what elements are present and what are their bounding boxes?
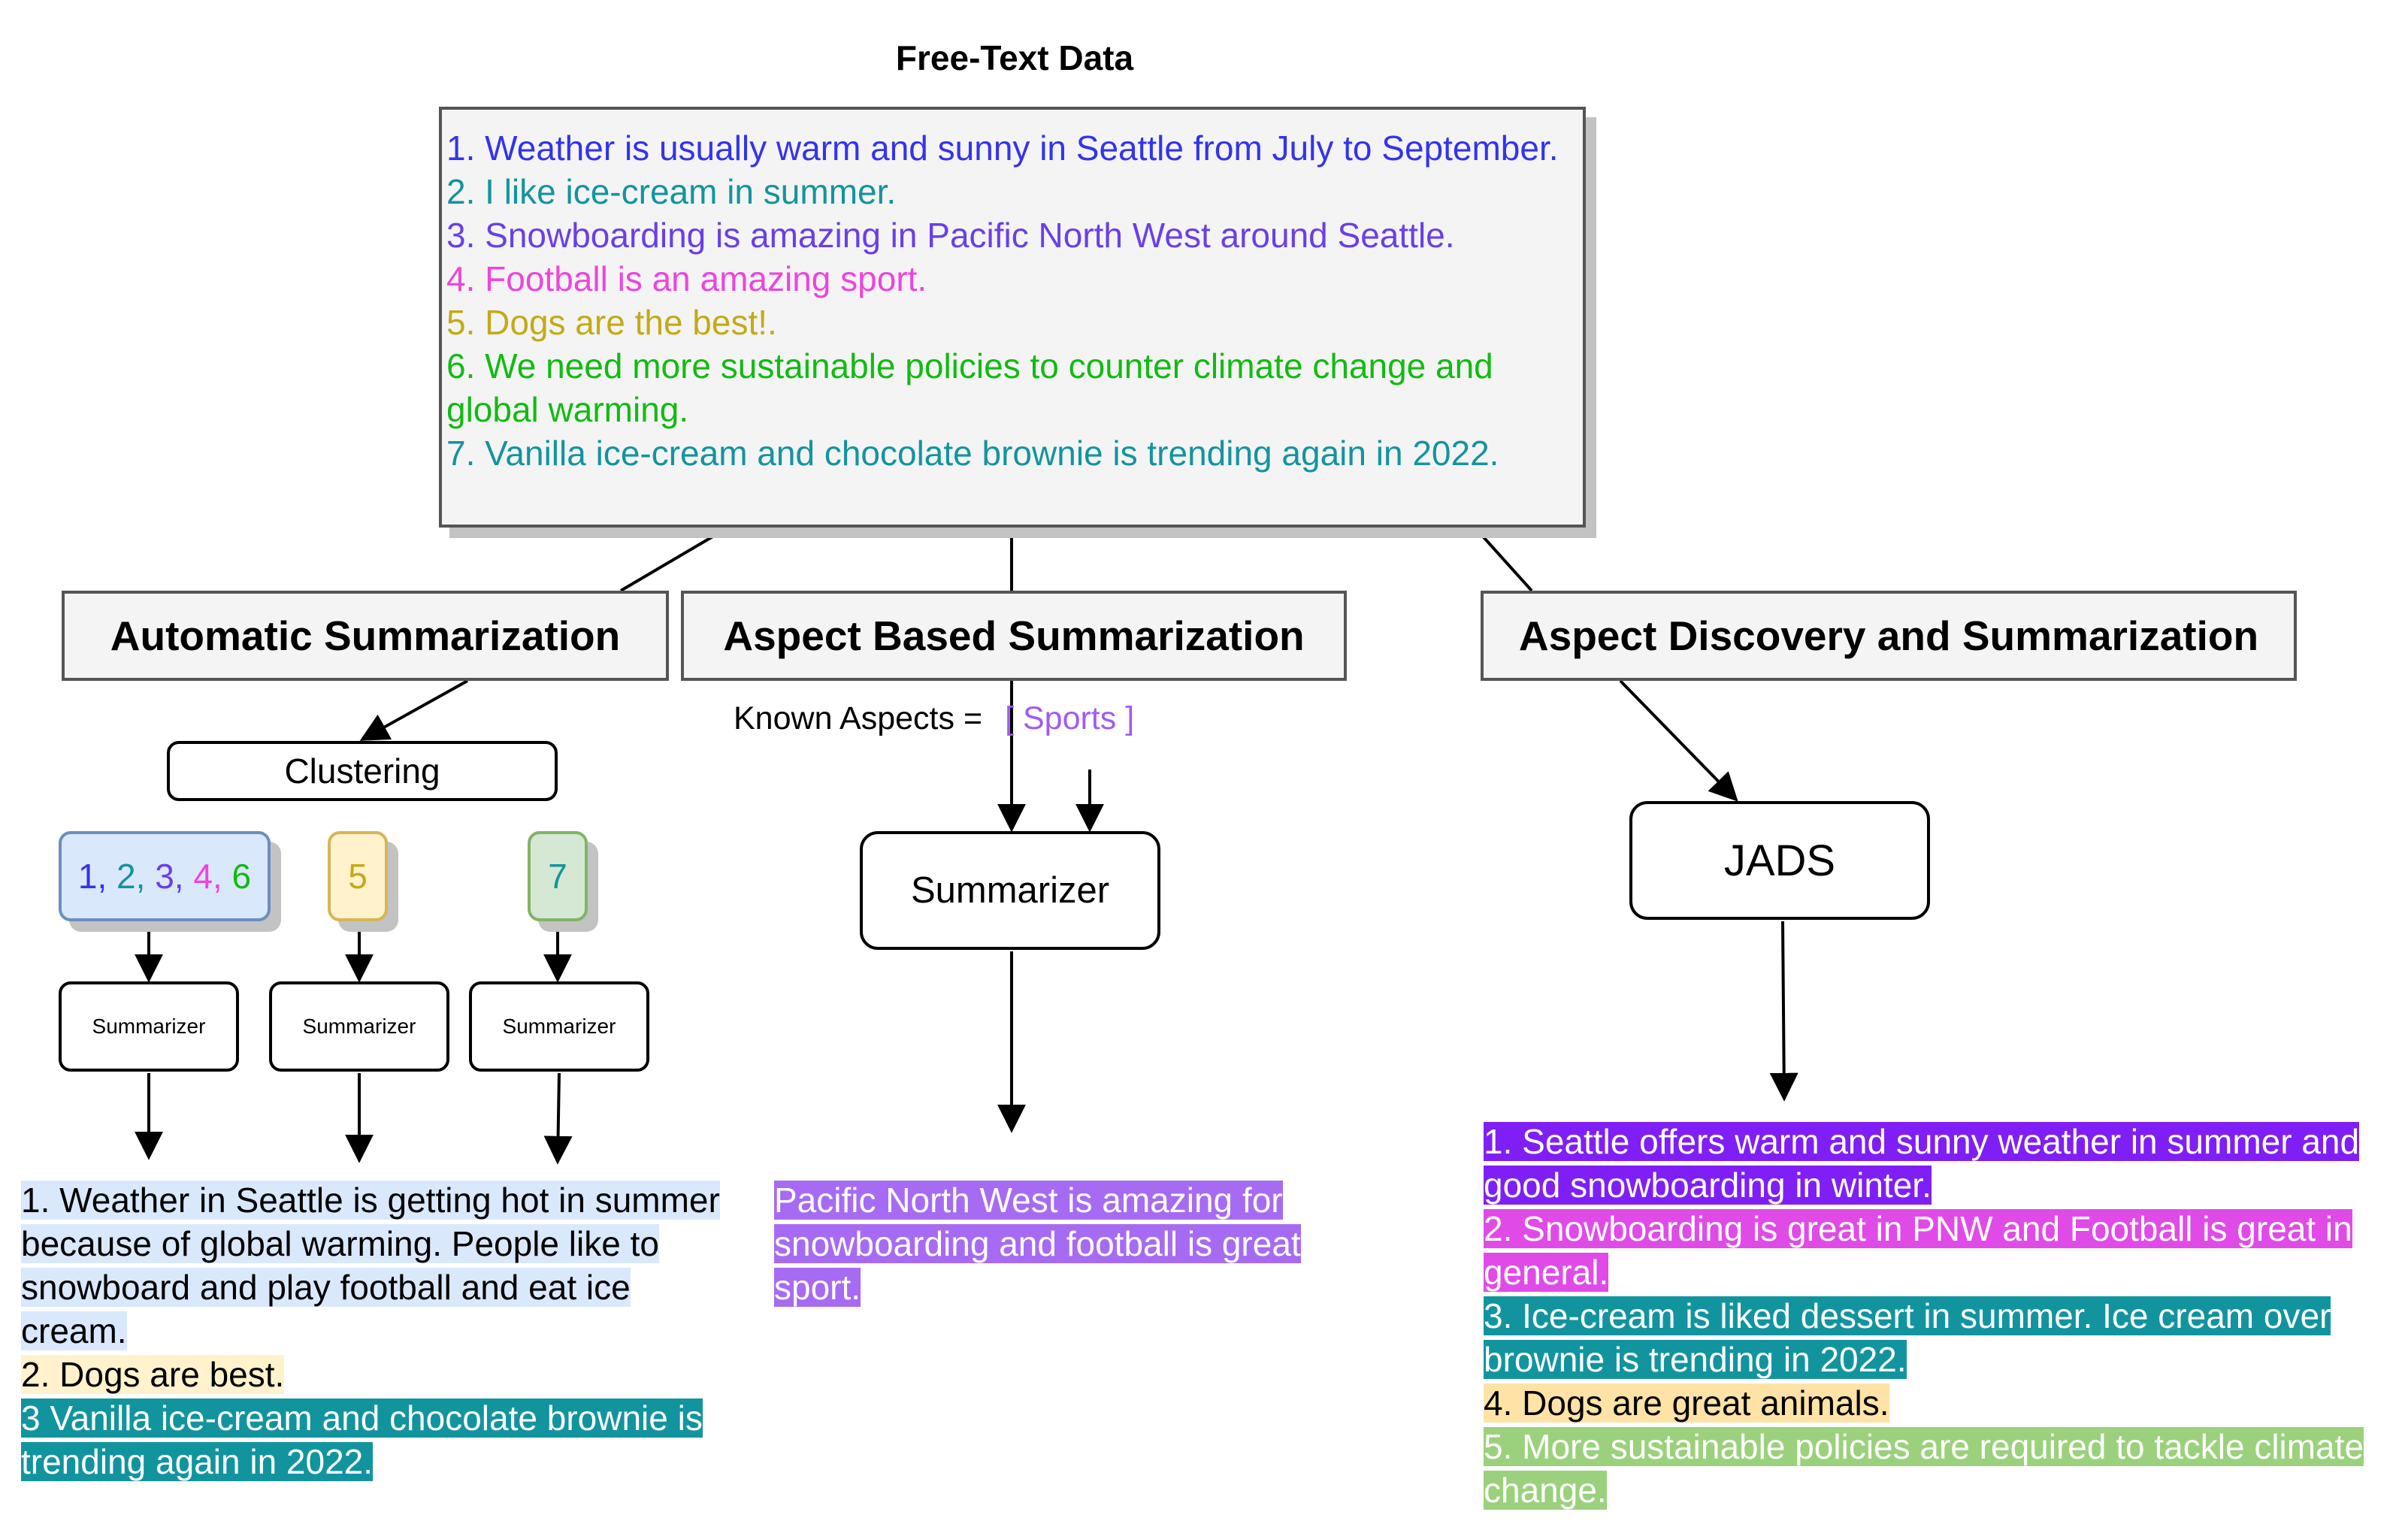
summary-item: 1. Seattle offers warm and sunny weather… [1484,1122,2360,1205]
cluster-number: , [97,857,117,896]
summary-item: 2. Dogs are best. [21,1355,285,1394]
automatic-summaries: 1. Weather in Seattle is getting hot in … [21,1178,743,1483]
summary-item: 5. More sustainable policies are require… [1484,1427,2364,1510]
cluster-number: , [135,857,156,896]
arrow-jads-output [1769,921,1798,1102]
summary-item: 2. Snowboarding is great in PNW and Foot… [1484,1209,2352,1292]
automatic-summarization-box: Automatic Summarization [62,591,669,681]
free-text-line: 7. Vanilla ice-cream and chocolate brown… [446,434,1499,473]
summary-item: 3 Vanilla ice-cream and chocolate browni… [21,1398,703,1481]
cluster-number: 2 [116,857,136,896]
cluster-number: 1 [77,857,98,896]
summarizer-box-3: Summarizer [469,981,649,1072]
summary-item: Pacific North West is amazing for snowbo… [774,1181,1301,1307]
cluster-7: 7 [528,831,588,921]
cluster-number: 4 [193,857,213,896]
arrow-summarizer3-output [543,1072,573,1165]
aspect-based-summary: Pacific North West is amazing for snowbo… [774,1178,1345,1309]
known-aspects-value: [ Sports ] [1005,700,1135,736]
summarizer-box-1: Summarizer [59,981,239,1072]
summary-item: 1. Weather in Seattle is getting hot in … [21,1181,720,1350]
free-text-data-box: 1. Weather is usually warm and sunny in … [439,107,1586,528]
cluster-number: 6 [231,857,252,896]
cluster-number: 3 [155,857,174,896]
arrow-discovery-to-jads [1619,679,1738,802]
known-aspects-label: Known Aspects = [734,700,983,736]
discovered-aspect-summaries: 1. Seattle offers warm and sunny weather… [1484,1120,2396,1512]
diagram-title: Free-Text Data [895,38,1134,77]
free-text-line: 3. Snowboarding is amazing in Pacific No… [446,216,1455,255]
cluster-number: 7 [548,857,567,896]
known-aspects: Known Aspects = [ Sports ] [734,700,1134,737]
aspect-summarizer-box: Summarizer [860,831,1160,950]
arrow-to-clustering [359,679,468,741]
cluster-number: 5 [348,857,368,896]
link-to-discovery [1476,529,1533,592]
summarizer-box-2: Summarizer [269,981,449,1072]
cluster-1-2-3-4-6: 1, 2, 3, 4, 6 [59,831,271,921]
summary-item: 3. Ice-cream is liked dessert in summer.… [1484,1296,2331,1379]
aspect-discovery-summarization-box: Aspect Discovery and Summarization [1481,591,2297,681]
cluster-number: , [174,857,194,896]
free-text-line: 5. Dogs are the best!. [446,303,777,342]
free-text-line: 2. I like ice-cream in summer. [446,172,897,211]
jads-box: JADS [1629,801,1930,920]
cluster-number: , [212,857,232,896]
cluster-5: 5 [328,831,388,921]
summary-item: 4. Dogs are great animals. [1484,1383,1889,1423]
clustering-box: Clustering [167,741,558,801]
link-to-automatic [619,529,725,592]
free-text-line: 6. We need more sustainable policies to … [446,346,1493,429]
aspect-based-summarization-box: Aspect Based Summarization [681,591,1347,681]
free-text-line: 4. Football is an amazing sport. [446,259,927,298]
free-text-line: 1. Weather is usually warm and sunny in … [446,129,1559,168]
